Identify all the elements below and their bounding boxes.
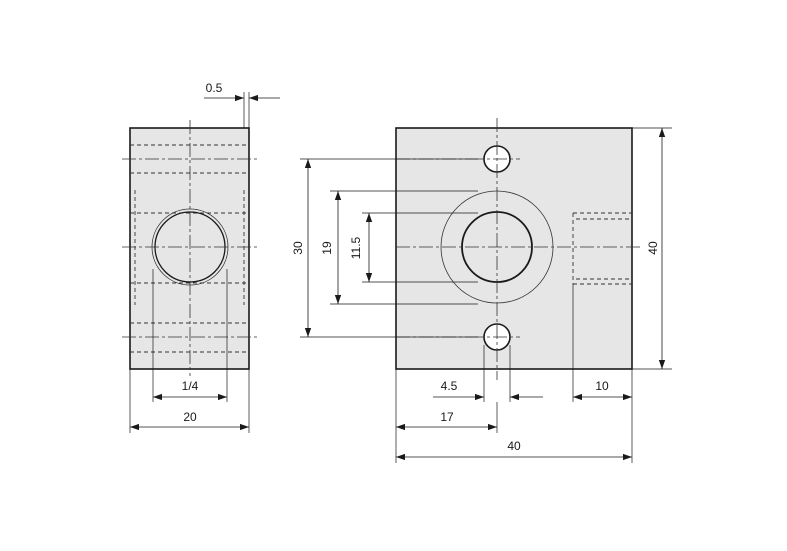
dim-0-5-label: 0.5	[206, 81, 223, 95]
dim-19-label: 19	[320, 241, 334, 255]
dim-1-4-label: 1/4	[182, 379, 199, 393]
side-view-body	[129, 127, 250, 370]
front-view: 30 19 11.5 40 4.5 10 17 4	[291, 118, 672, 463]
dim-11-5-label: 11.5	[349, 236, 363, 259]
side-view: 0.5 1/4 20	[122, 81, 280, 433]
dim-20-label: 20	[183, 410, 197, 424]
dim-10-label: 10	[595, 379, 609, 393]
dim-40-horizontal-label: 40	[507, 439, 521, 453]
dim-30-label: 30	[291, 241, 305, 255]
dim-40-vertical-label: 40	[646, 241, 660, 255]
dim-17-label: 17	[440, 410, 454, 424]
dim-4-5-label: 4.5	[441, 379, 458, 393]
